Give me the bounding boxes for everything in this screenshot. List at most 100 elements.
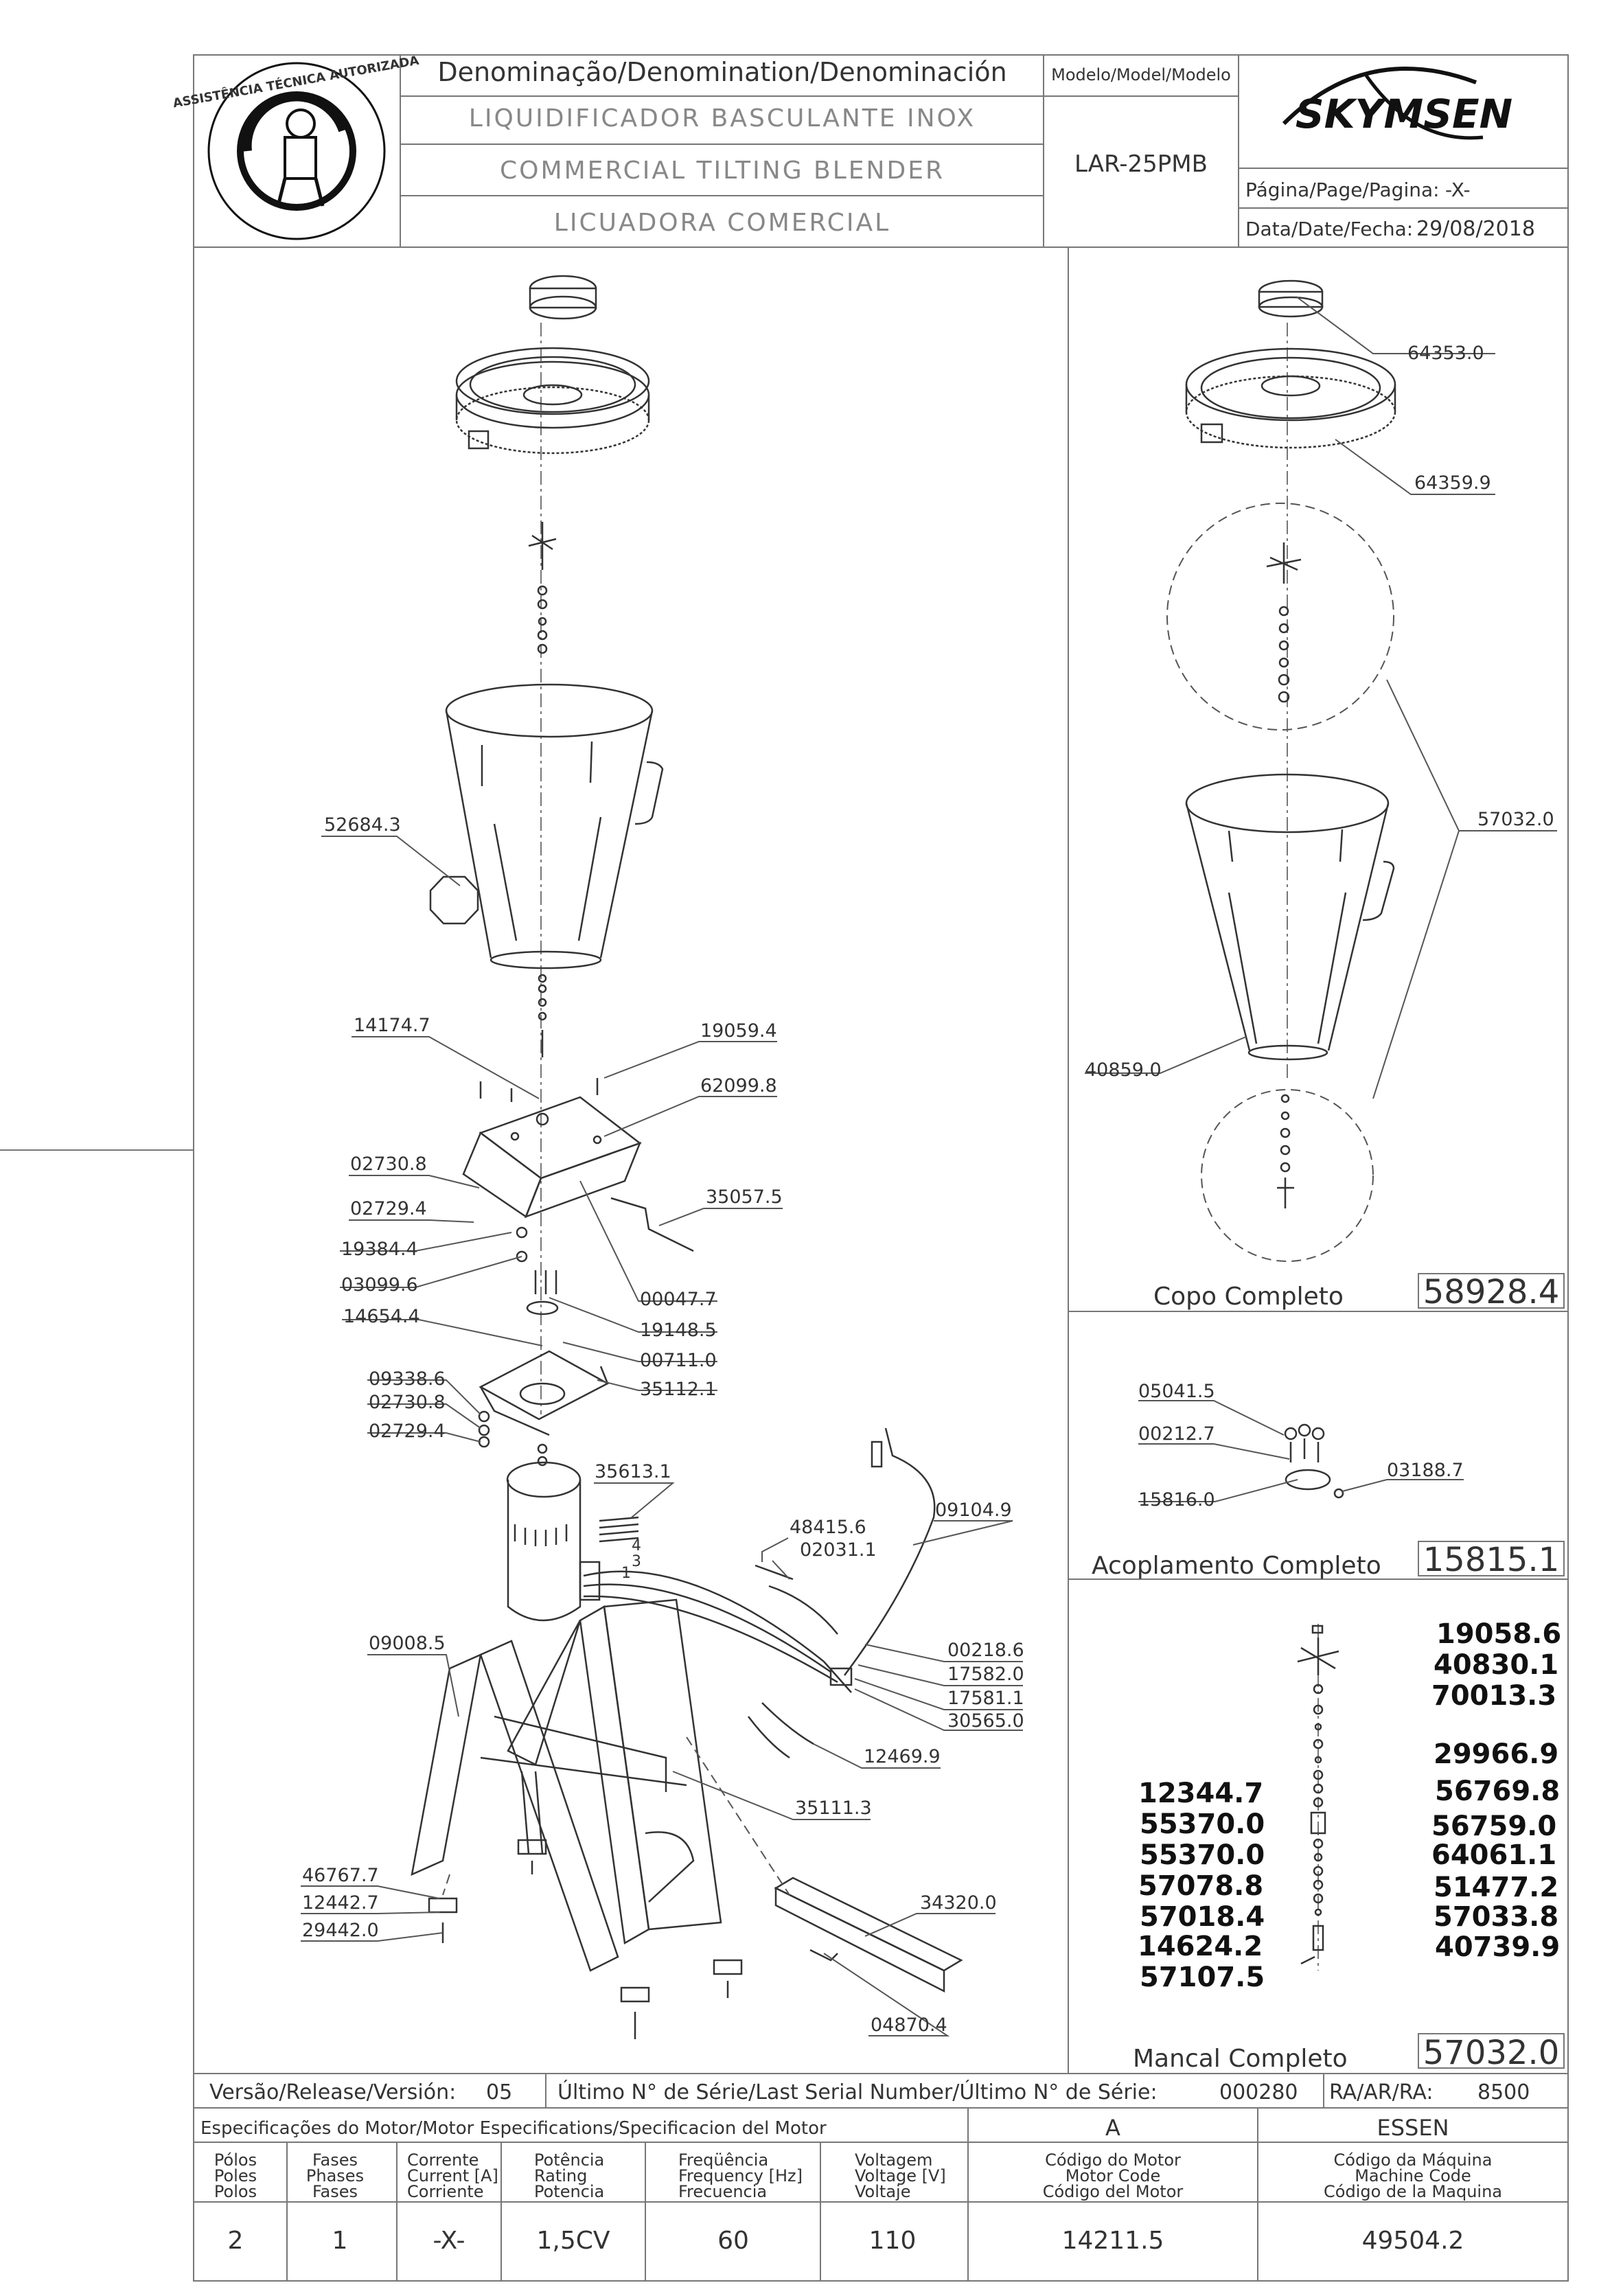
svg-text:Código del Motor: Código del Motor [1043,2182,1184,2201]
jug [429,683,664,969]
coupling-stack [516,1226,559,1316]
hose-pair [748,1702,814,1759]
blade-stack [528,522,557,654]
washer-set [478,1410,490,1448]
mancal-left-5: 14624.2 [1138,1931,1263,1962]
label-46767: 46767.7 [302,1865,379,1886]
label-00047: 00047.7 [640,1289,717,1310]
mancal-left-3: 57078.8 [1138,1870,1263,1902]
label-64353: 64353.0 [1407,343,1484,364]
mancal-left-2: 55370.0 [1140,1839,1265,1871]
svg-text:Corrente: Corrente [407,2150,479,2170]
copo-panel: 64353.0 64359.9 57032.0 40859.0 Copo Com… [1085,279,1565,1311]
label-29442: 29442.0 [302,1920,379,1941]
mancal-codes-right: 19058.6 40830.1 70013.3 29966.9 56769.8 … [1431,1618,1561,1963]
mancal-code: 57032.0 [1423,2034,1560,2072]
acoplamento-panel: 05041.5 00212.7 03188.7 15816.0 Acoplame… [1092,1381,1565,1580]
motor-spec-label: Especificações do Motor/Motor Especifica… [200,2118,827,2139]
title-block: ASSISTÊNCIA TÉCNICA AUTORIZADA Denominaç… [172,53,1568,248]
label-19059: 19059.4 [700,1020,777,1042]
value-frequency: 60 [717,2227,749,2255]
mancal-right-9: 40739.9 [1435,1931,1560,1963]
svg-text:Voltage [V]: Voltage [V] [855,2166,946,2185]
date-label: Data/Date/Fecha: [1245,218,1413,240]
label-00218: 00218.6 [947,1640,1024,1661]
label-03188: 03188.7 [1387,1460,1464,1481]
motor-brand: ESSEN [1377,2115,1449,2141]
label-02730-b: 02730.8 [369,1392,446,1413]
label-52684: 52684.3 [324,814,401,836]
mancal-right-4: 56769.8 [1435,1776,1560,1807]
mancal-panel: 19058.6 40830.1 70013.3 29966.9 56769.8 … [1133,1618,1565,2073]
main-exploded-view [411,275,963,2039]
label-17581: 17581.1 [947,1688,1024,1709]
spec-col-motor-code: Código do Motor Motor Code Código del Mo… [1043,2150,1184,2255]
ra-label: RA/AR/RA: [1329,2080,1433,2104]
mancal-right-0: 19058.6 [1436,1618,1561,1650]
denomination-label: Denominação/Denomination/Denominación [437,57,1006,87]
date-value: 29/08/2018 [1416,217,1535,241]
mancal-left-4: 57018.4 [1140,1901,1265,1933]
tilt-arm [774,1876,963,1993]
motor-bracket [479,1350,610,1436]
page-value: -X- [1445,179,1471,201]
label-35112: 35112.1 [640,1379,717,1400]
svg-text:Freqüência: Freqüência [678,2150,768,2170]
value-rating: 1,5CV [536,2227,610,2255]
wire-3: 3 [632,1553,641,1570]
label-19148: 19148.5 [640,1320,717,1341]
label-05041: 05041.5 [1138,1381,1215,1402]
svg-text:Código da Máquina: Código da Máquina [1334,2150,1493,2170]
page-label: Página/Page/Pagina: [1245,179,1440,201]
label-02730-a: 02730.8 [350,1153,427,1175]
label-57032: 57032.0 [1477,809,1554,830]
svg-text:Frequency [Hz]: Frequency [Hz] [678,2166,803,2185]
stand-frame [411,1598,722,1972]
mancal-right-6: 64061.1 [1431,1839,1556,1871]
label-00212: 00212.7 [1138,1423,1215,1445]
lid-cap [529,275,597,320]
label-03099: 03099.6 [341,1274,418,1296]
mancal-left-1: 55370.0 [1140,1809,1265,1840]
label-35111: 35111.3 [795,1798,872,1819]
mancal-right-5: 56759.0 [1431,1811,1556,1842]
acoplamento-code: 15815.1 [1423,1541,1560,1579]
lid [455,347,650,455]
svg-text:Voltaje: Voltaje [855,2182,910,2201]
svg-text:Código do Motor: Código do Motor [1045,2150,1181,2170]
label-02729-b: 02729.4 [369,1421,446,1442]
label-02031: 02031.1 [800,1539,877,1561]
mancal-left-6: 57107.5 [1140,1962,1265,1993]
copo-title: Copo Completo [1153,1283,1344,1311]
svg-text:Fases: Fases [312,2182,358,2201]
brand-logo: SKYMSEN [1282,67,1512,140]
label-48415: 48415.6 [790,1517,866,1538]
version-label: Versão/Release/Versión: [209,2080,456,2104]
mancal-right-1: 40830.1 [1434,1649,1558,1681]
svg-text:Pólos: Pólos [214,2150,257,2170]
label-15816: 15816.0 [1138,1489,1215,1511]
authorized-service-seal: ASSISTÊNCIA TÉCNICA AUTORIZADA [172,53,420,240]
ra-value: 8500 [1477,2080,1530,2104]
svg-text:Current [A]: Current [A] [407,2166,498,2185]
svg-text:Voltagem: Voltagem [855,2150,932,2170]
footer-block: Versão/Release/Versión: 05 Último N° de … [194,2073,1568,2281]
label-14174: 14174.7 [354,1015,430,1036]
svg-text:Frecuencia: Frecuencia [678,2182,767,2201]
svg-text:Código de la Maquina: Código de la Maquina [1324,2182,1502,2201]
stand-feet [428,1839,743,2039]
copo-code: 58928.4 [1423,1273,1560,1311]
label-14654: 14654.4 [343,1306,420,1327]
spec-col-poles: Pólos Poles Polos 2 [214,2150,257,2255]
drive-stack [538,974,547,1057]
serial-value: 000280 [1219,2080,1298,2104]
value-poles: 2 [228,2227,244,2255]
value-motor-code: 14211.5 [1062,2227,1164,2255]
svg-text:Machine Code: Machine Code [1355,2166,1471,2185]
label-19384: 19384.4 [341,1239,418,1260]
svg-text:Rating: Rating [534,2166,587,2185]
spec-col-phases: Fases Phases Fases 1 [306,2150,364,2255]
wire-4: 4 [632,1537,641,1554]
serial-label: Último N° de Série/Last Serial Number/Úl… [557,2079,1158,2104]
